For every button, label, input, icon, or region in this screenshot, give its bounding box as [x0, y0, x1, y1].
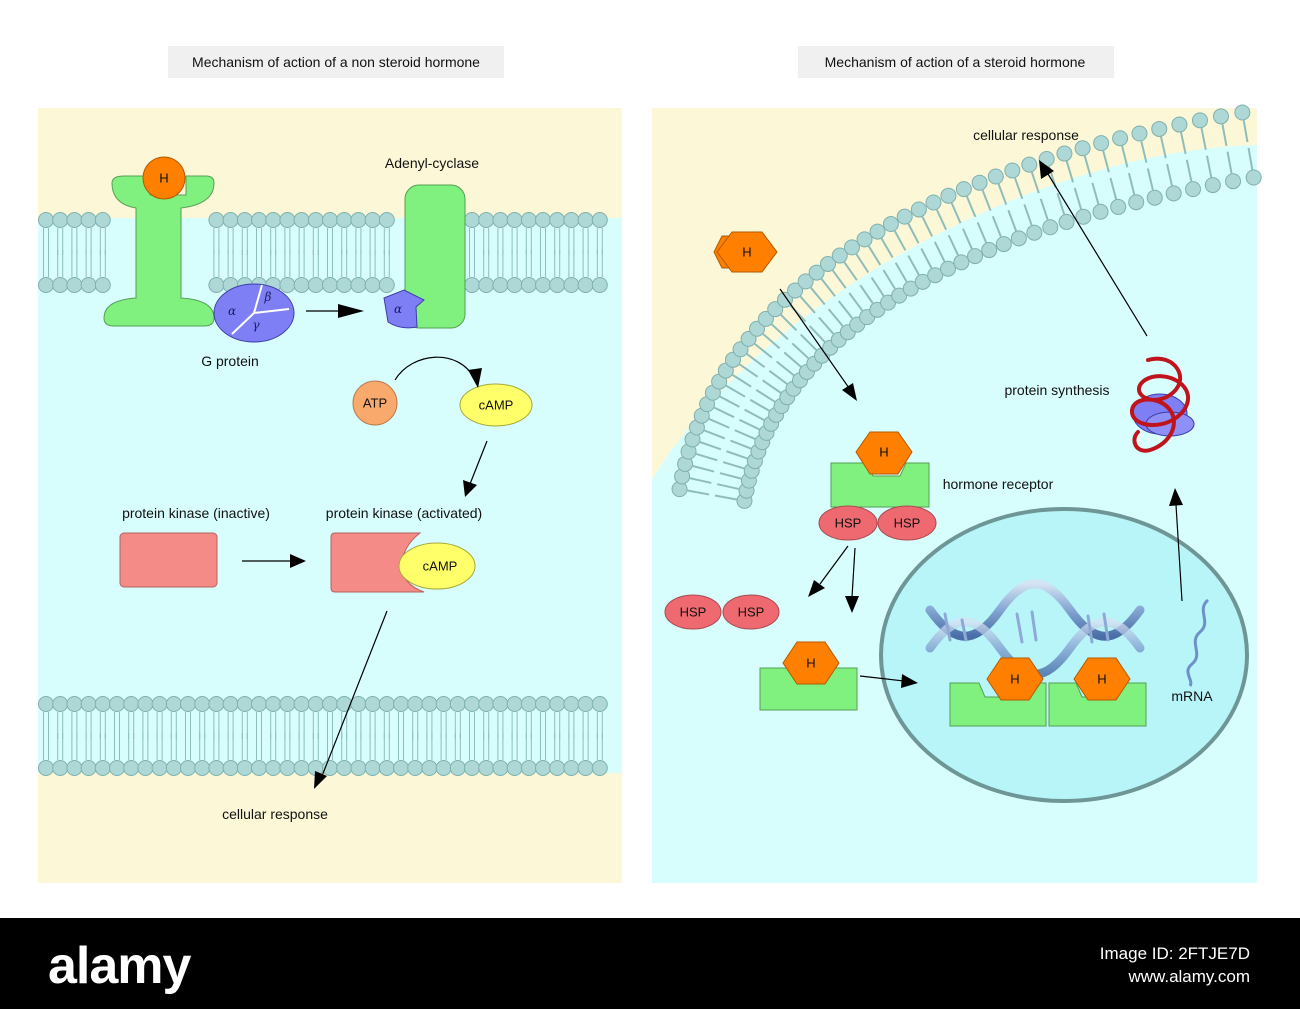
kinase-inactive [119, 532, 218, 588]
camp-label: cAMP [479, 398, 514, 413]
free-hormone-label: H [742, 245, 751, 260]
activated-hormone [782, 641, 840, 685]
free-hormone-hex [716, 231, 778, 273]
left-membrane-lower [38, 696, 608, 776]
camp-bound-label: cAMP [423, 559, 458, 574]
dna-hormone-1 [986, 657, 1044, 701]
left-arrows [242, 304, 488, 789]
left-title-box [168, 46, 504, 78]
bound-hormone-label: H [879, 445, 888, 460]
hsp-free-2 [722, 594, 780, 630]
mrna-strand [1186, 598, 1210, 687]
camp-ellipse [459, 383, 533, 427]
image-id-text: Image ID: 2FTJE7D [1099, 944, 1250, 963]
atp-circle [352, 380, 398, 426]
beta-subunit-label: β [264, 290, 272, 304]
image-id-block: Image ID: 2FTJE7D www.alamy.com [1100, 942, 1250, 988]
alpha-bound-label: α [394, 302, 402, 316]
diagram-canvas: Mechanism of action of a non steroid hor… [38, 46, 1262, 883]
gamma-subunit-label: γ [252, 318, 260, 332]
protein-synthesis-label: protein synthesis [1004, 382, 1109, 398]
dna-hormone-2-label: H [1097, 672, 1106, 687]
right-panel: Mechanism of action of a steroid hormone… [652, 46, 1262, 883]
adenyl-cyclase-protein [404, 184, 466, 329]
g-protein-label: G protein [201, 353, 259, 369]
right-title-box [798, 46, 1114, 78]
alamy-logo: alamy [48, 937, 191, 995]
left-panel: Mechanism of action of a non steroid hor… [38, 46, 622, 883]
right-arrows [779, 160, 1183, 688]
hsp-bound-1 [818, 505, 878, 541]
watermark-footer [0, 918, 1300, 1009]
right-membrane-curved [671, 104, 1262, 509]
left-title: Mechanism of action of a non steroid hor… [192, 54, 480, 70]
hsp-bound-2 [877, 505, 937, 541]
hsp-bound-2-label: HSP [894, 516, 921, 531]
activated-hormone-label: H [806, 656, 815, 671]
hsp-bound-1-label: HSP [835, 516, 862, 531]
mrna-label: mRNA [1171, 688, 1213, 704]
bound-hormone [855, 431, 913, 475]
g-protein: α β γ [213, 283, 295, 343]
cellular-response-right: cellular response [973, 127, 1079, 143]
dna-hormone-2 [1073, 657, 1131, 701]
membrane-receptor [103, 175, 215, 327]
hormone-receptor-label: hormone receptor [943, 476, 1054, 492]
protein-chain [1130, 356, 1190, 453]
hormone-circle [142, 156, 186, 200]
alamy-url: www.alamy.com [1128, 967, 1250, 986]
dna-hormone-1-label: H [1010, 672, 1019, 687]
right-extracellular-bg [652, 108, 1257, 480]
right-title: Mechanism of action of a steroid hormone [825, 54, 1086, 70]
cellular-response-left: cellular response [222, 806, 328, 822]
kinase-inactive-label: protein kinase (inactive) [122, 505, 270, 521]
hormone-label-left: H [159, 171, 168, 186]
left-membrane-upper [38, 212, 608, 293]
adenyl-cyclase-label: Adenyl-cyclase [385, 155, 479, 171]
hsp-free-1 [664, 594, 722, 630]
kinase-activated-label: protein kinase (activated) [326, 505, 482, 521]
alpha-subunit-bound [383, 289, 425, 329]
atp-label: ATP [363, 396, 387, 411]
alpha-subunit-label: α [228, 304, 236, 318]
hsp-free-1-label: HSP [680, 605, 707, 620]
ribosome [1130, 356, 1195, 453]
camp-bound-ellipse [398, 542, 476, 590]
hsp-free-2-label: HSP [738, 605, 765, 620]
